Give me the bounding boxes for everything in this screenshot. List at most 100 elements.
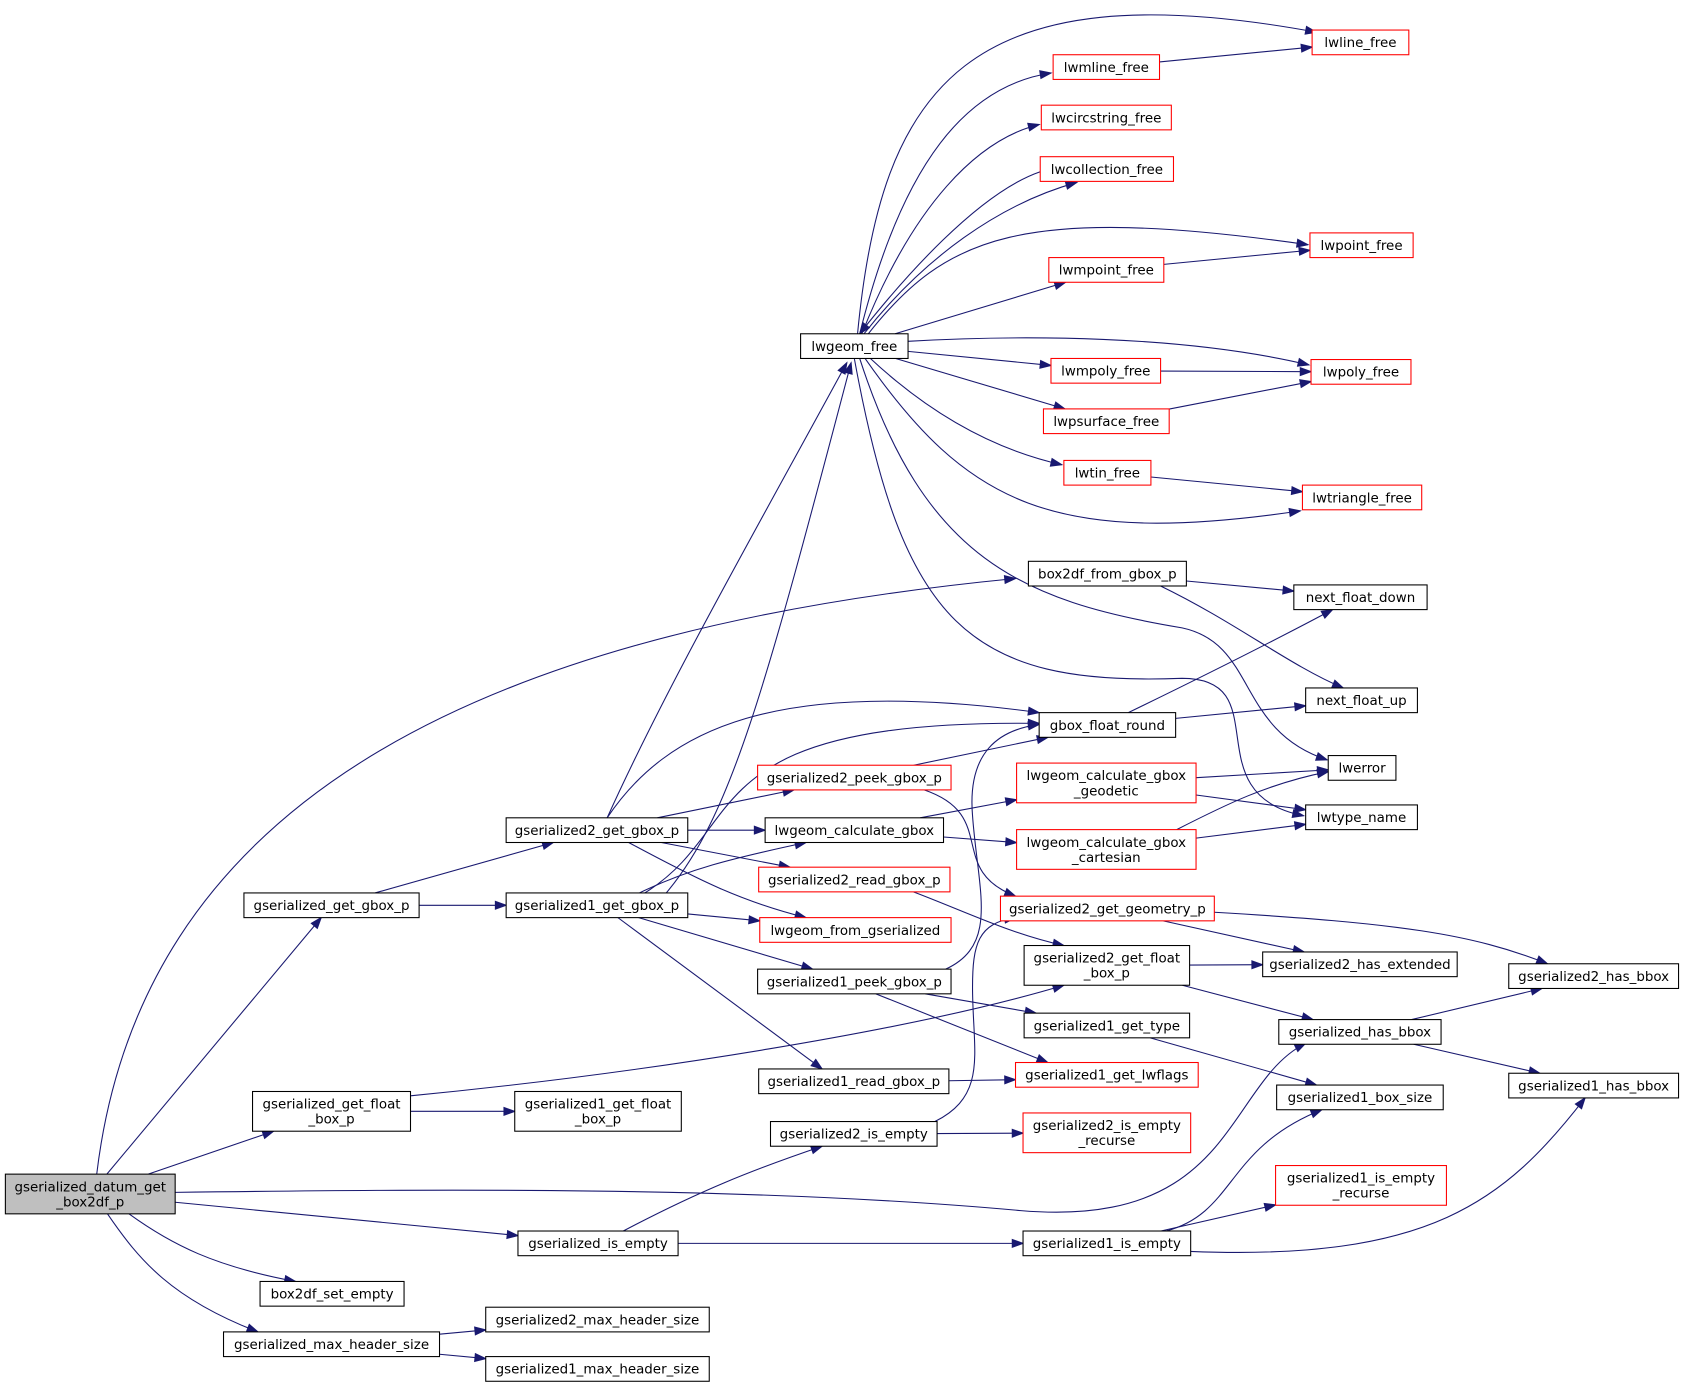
node-box[interactable] xyxy=(485,1306,710,1333)
node-box[interactable] xyxy=(1275,1165,1447,1206)
node-g2-is-empty[interactable]: gserialized2_is_empty xyxy=(769,1121,938,1147)
node-g1-is-empty-recurse[interactable]: gserialized1_is_empty_recurse xyxy=(1275,1165,1447,1206)
node-lwline-free[interactable]: lwline_free xyxy=(1311,29,1410,56)
node-gbox-float-round[interactable]: gbox_float_round xyxy=(1038,712,1177,738)
node-box[interactable] xyxy=(999,895,1215,922)
node-box[interactable] xyxy=(758,1068,950,1095)
node-g1-peek-gbox-p[interactable]: gserialized1_peek_gbox_p xyxy=(757,968,952,995)
node-box[interactable] xyxy=(1048,257,1165,283)
node-box[interactable] xyxy=(1293,584,1428,611)
node-lwmpoint-free[interactable]: lwmpoint_free xyxy=(1048,257,1165,283)
node-g1-has-bbox[interactable]: gserialized1_has_bbox xyxy=(1508,1072,1680,1099)
node-box[interactable] xyxy=(1311,29,1410,56)
node-box[interactable] xyxy=(1305,804,1418,831)
node-lwmpoly-free[interactable]: lwmpoly_free xyxy=(1050,357,1162,384)
node-get-float-box-p[interactable]: gserialized_get_float_box_p xyxy=(251,1090,412,1132)
node-next-float-up[interactable]: next_float_up xyxy=(1305,687,1418,714)
node-get-gbox-p[interactable]: gserialized_get_gbox_p xyxy=(243,892,420,919)
node-box[interactable] xyxy=(1309,232,1414,259)
node-box[interactable] xyxy=(1508,963,1680,989)
node-box[interactable] xyxy=(758,866,951,893)
node-g2-peek-gbox-p[interactable]: gserialized2_peek_gbox_p xyxy=(757,764,952,791)
node-g1-get-lwflags[interactable]: gserialized1_get_lwflags xyxy=(1014,1061,1199,1088)
node-has-bbox[interactable]: gserialized_has_bbox xyxy=(1278,1019,1442,1045)
node-lwerror[interactable]: lwerror xyxy=(1327,755,1397,781)
node-g1-read-gbox-p[interactable]: gserialized1_read_gbox_p xyxy=(758,1068,950,1095)
node-box[interactable] xyxy=(4,1173,176,1215)
node-box[interactable] xyxy=(514,1090,682,1132)
node-box[interactable] xyxy=(1305,687,1418,714)
node-lwgeom-calculate-gbox-geodetic[interactable]: lwgeom_calculate_gbox_geodetic xyxy=(1016,762,1197,804)
node-box[interactable] xyxy=(1276,1084,1444,1111)
node-g2-has-bbox[interactable]: gserialized2_has_bbox xyxy=(1508,963,1680,989)
node-g2-max-header-size[interactable]: gserialized2_max_header_size xyxy=(485,1306,710,1333)
node-box[interactable] xyxy=(1040,104,1172,131)
node-g2-read-gbox-p[interactable]: gserialized2_read_gbox_p xyxy=(758,866,951,893)
node-box[interactable] xyxy=(1278,1019,1442,1045)
node-g1-max-header-size[interactable]: gserialized1_max_header_size xyxy=(485,1356,710,1382)
node-root[interactable]: gserialized_datum_get_box2df_p xyxy=(4,1173,176,1215)
node-box[interactable] xyxy=(1014,1061,1199,1088)
node-box[interactable] xyxy=(1039,156,1175,182)
node-box[interactable] xyxy=(1262,951,1458,978)
node-box[interactable] xyxy=(1016,762,1197,804)
node-max-header-size[interactable]: gserialized_max_header_size xyxy=(222,1331,441,1358)
node-box[interactable] xyxy=(222,1331,441,1358)
node-box[interactable] xyxy=(1022,1230,1192,1257)
node-box[interactable] xyxy=(1027,560,1187,587)
node-box[interactable] xyxy=(505,892,689,919)
node-g1-get-type[interactable]: gserialized1_get_type xyxy=(1023,1012,1191,1039)
node-box[interactable] xyxy=(1038,712,1177,738)
node-box[interactable] xyxy=(1022,1112,1192,1154)
node-box[interactable] xyxy=(757,764,952,791)
node-lwtin-free[interactable]: lwtin_free xyxy=(1063,459,1152,486)
node-g2-get-gbox-p[interactable]: gserialized2_get_gbox_p xyxy=(505,817,689,844)
node-g1-is-empty[interactable]: gserialized1_is_empty xyxy=(1022,1230,1192,1257)
node-lwtype-name[interactable]: lwtype_name xyxy=(1305,804,1418,831)
node-box[interactable] xyxy=(1042,408,1170,435)
node-lwpsurface-free[interactable]: lwpsurface_free xyxy=(1042,408,1170,435)
node-box2df-set-empty[interactable]: box2df_set_empty xyxy=(259,1280,405,1307)
node-box[interactable] xyxy=(243,892,420,919)
node-lwmline-free[interactable]: lwmline_free xyxy=(1052,54,1161,80)
node-box[interactable] xyxy=(1508,1072,1680,1099)
node-box[interactable] xyxy=(759,917,952,943)
node-box[interactable] xyxy=(1301,484,1423,511)
node-lwgeom-from-gserialized[interactable]: lwgeom_from_gserialized xyxy=(759,917,952,943)
node-box[interactable] xyxy=(259,1280,405,1307)
node-g1-get-gbox-p[interactable]: gserialized1_get_gbox_p xyxy=(505,892,689,919)
node-box[interactable] xyxy=(757,968,952,995)
node-box[interactable] xyxy=(1016,829,1197,870)
node-is-empty[interactable]: gserialized_is_empty xyxy=(517,1230,679,1257)
node-lwcollection-free[interactable]: lwcollection_free xyxy=(1039,156,1175,182)
node-box[interactable] xyxy=(769,1121,938,1147)
node-lwgeom-calculate-gbox-cartesian[interactable]: lwgeom_calculate_gbox_cartesian xyxy=(1016,829,1197,870)
node-box2df-from-gbox-p[interactable]: box2df_from_gbox_p xyxy=(1027,560,1187,587)
node-box[interactable] xyxy=(1050,357,1162,384)
node-box[interactable] xyxy=(1310,359,1412,385)
node-box[interactable] xyxy=(251,1090,412,1132)
node-lwpoint-free[interactable]: lwpoint_free xyxy=(1309,232,1414,259)
node-box[interactable] xyxy=(764,817,945,844)
node-box[interactable] xyxy=(485,1356,710,1382)
node-box[interactable] xyxy=(1052,54,1161,80)
node-lwpoly-free[interactable]: lwpoly_free xyxy=(1310,359,1412,385)
node-box[interactable] xyxy=(517,1230,679,1257)
node-box[interactable] xyxy=(1023,944,1191,986)
node-lwcircstring-free[interactable]: lwcircstring_free xyxy=(1040,104,1172,131)
node-box[interactable] xyxy=(1327,755,1397,781)
node-box[interactable] xyxy=(1023,1012,1191,1039)
node-box[interactable] xyxy=(800,333,909,360)
node-next-float-down[interactable]: next_float_down xyxy=(1293,584,1428,611)
node-box[interactable] xyxy=(505,817,689,844)
node-g2-is-empty-recurse[interactable]: gserialized2_is_empty_recurse xyxy=(1022,1112,1192,1154)
node-g2-get-geometry-p[interactable]: gserialized2_get_geometry_p xyxy=(999,895,1215,922)
node-lwgeom-free[interactable]: lwgeom_free xyxy=(800,333,909,360)
node-box[interactable] xyxy=(1063,459,1152,486)
node-lwgeom-calculate-gbox[interactable]: lwgeom_calculate_gbox xyxy=(764,817,945,844)
node-lwtriangle-free[interactable]: lwtriangle_free xyxy=(1301,484,1423,511)
node-g1-get-float-box-p[interactable]: gserialized1_get_float_box_p xyxy=(514,1090,682,1132)
node-g1-box-size[interactable]: gserialized1_box_size xyxy=(1276,1084,1444,1111)
node-g2-has-extended[interactable]: gserialized2_has_extended xyxy=(1262,951,1458,978)
node-g2-get-float-box-p[interactable]: gserialized2_get_float_box_p xyxy=(1023,944,1191,986)
